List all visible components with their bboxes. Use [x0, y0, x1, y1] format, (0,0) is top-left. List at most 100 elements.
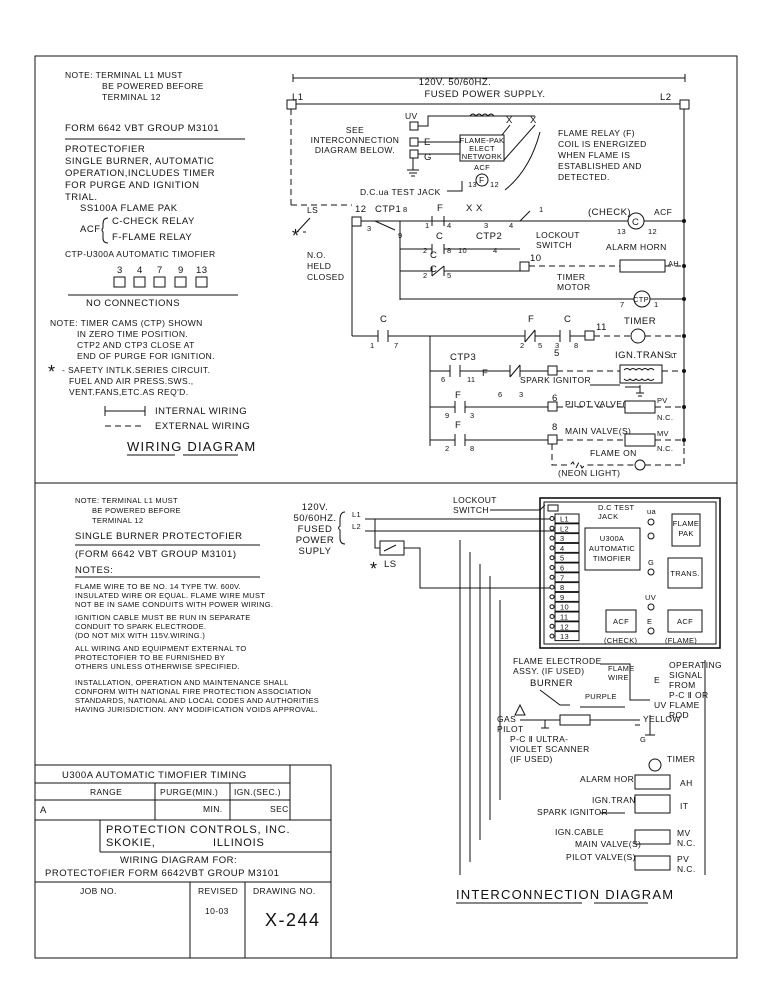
x-label-2: X: [530, 115, 537, 126]
svg-text:F: F: [455, 420, 461, 431]
svg-text:JACK: JACK: [598, 512, 618, 521]
svg-text:FUSED: FUSED: [298, 524, 333, 535]
acf-brace: [101, 217, 109, 244]
spark-ignitor-label-bottom: SPARK IGNITOR: [537, 807, 608, 817]
svg-text:C: C: [430, 250, 437, 261]
asterisk-mark: *: [48, 362, 57, 382]
svg-text:2: 2: [423, 246, 427, 255]
svg-text:D.C TEST: D.C TEST: [598, 503, 635, 512]
svg-text:CLOSED: CLOSED: [307, 272, 344, 282]
svg-text:ACF: ACF: [654, 207, 672, 217]
svg-text:SEC.: SEC.: [270, 804, 291, 814]
protectofier-desc: PROTECTOFIER SINGLE BURNER, AUTOMATIC OP…: [65, 144, 215, 203]
neon-light-label: (NEON LIGHT): [558, 468, 620, 478]
svg-text:INSTALLATION, OPERATION AND MA: INSTALLATION, OPERATION AND MAINTENANCE …: [75, 678, 289, 687]
terminal-label: 3: [560, 534, 564, 543]
flame-relay-note: FLAME RELAY (F) COIL IS ENERGIZED WHEN F…: [558, 128, 646, 182]
svg-text:TERMINAL 12: TERMINAL 12: [102, 92, 161, 102]
svg-text:8: 8: [470, 444, 474, 453]
terminal-label: L2: [560, 524, 569, 533]
svg-text:IN ZERO TIME POSITION.: IN ZERO TIME POSITION.: [77, 329, 188, 339]
company-name: PROTECTION CONTROLS, INC.: [106, 824, 290, 836]
svg-text:- SAFETY INTLK.SERIES CIRCUIT.: - SAFETY INTLK.SERIES CIRCUIT.: [62, 365, 210, 375]
svg-text:TERMINAL 12: TERMINAL 12: [92, 516, 143, 525]
power-supply-header: 120V. 50/60HZ. FUSED POWER SUPPLY.: [292, 74, 686, 100]
svg-text:NETWORK: NETWORK: [462, 152, 502, 161]
svg-text:4: 4: [493, 246, 497, 255]
svg-text:PV: PV: [677, 854, 689, 864]
interconnection-title: INTERCONNECTION DIAGRAM: [456, 887, 674, 902]
flame-relay-label: F-FLAME RELAY: [112, 232, 192, 243]
terminal-cell: [554, 552, 580, 563]
svg-text:PAK: PAK: [678, 529, 693, 538]
svg-text:HELD: HELD: [307, 261, 331, 271]
svg-text:DETECTED.: DETECTED.: [558, 172, 610, 182]
svg-text:ASSY. (IF USED): ASSY. (IF USED): [513, 666, 585, 676]
acf-label: ACF: [80, 224, 101, 235]
svg-text:PROTECTOFIER TO BE FURNISHED B: PROTECTOFIER TO BE FURNISHED BY: [75, 653, 225, 662]
svg-text:(DO NOT MIX WITH 115V.WIRING.): (DO NOT MIX WITH 115V.WIRING.): [75, 631, 205, 640]
terminal-5: [547, 365, 558, 376]
terminal-screw: [549, 633, 555, 639]
bottom-lockout-label: LOCKOUT SWITCH: [453, 495, 497, 515]
flame-pak-box: [671, 513, 701, 547]
svg-text:FLAME ELECTRODE: FLAME ELECTRODE: [513, 656, 602, 666]
terminal-screw: [549, 614, 555, 619]
svg-text:DIAGRAM BELOW.: DIAGRAM BELOW.: [315, 145, 395, 155]
svg-text:P-C Ⅱ OR: P-C Ⅱ OR: [669, 690, 709, 700]
terminal-label: 5: [560, 554, 564, 563]
svg-text:N.C.: N.C.: [677, 864, 696, 874]
g-label: G: [424, 152, 432, 163]
check-relay-label: C-CHECK RELAY: [112, 216, 195, 227]
terminal-screw: [549, 565, 555, 570]
svg-text:U300A: U300A: [600, 534, 624, 543]
ls-label: LS: [307, 205, 318, 215]
terminal-10: [519, 261, 530, 272]
svg-text:120V. 50/60HZ.: 120V. 50/60HZ.: [419, 77, 492, 88]
svg-text:SIGNAL: SIGNAL: [669, 670, 703, 680]
svg-text:120V.: 120V.: [302, 502, 328, 513]
scanner-label: P-C Ⅱ ULTRA- VIOLET SCANNER (IF USED): [510, 734, 590, 764]
svg-text:LOCKOUT: LOCKOUT: [453, 495, 497, 505]
ls-switch: [296, 217, 311, 233]
svg-text:OTHERS UNLESS OTHERWISE SPECIF: OTHERS UNLESS OTHERWISE SPECIFIED.: [75, 662, 240, 671]
svg-text:LOCKOUT: LOCKOUT: [536, 230, 580, 240]
company-state: ILLINOIS: [213, 837, 265, 849]
yellow-wire-label: YELLOW: [643, 714, 681, 724]
uv-label: UV: [405, 111, 418, 121]
svg-text:IT: IT: [670, 351, 677, 360]
terminal-cell: [554, 523, 580, 534]
svg-text:OPERATION,INCLUDES TIMER: OPERATION,INCLUDES TIMER: [65, 168, 215, 179]
svg-text:9: 9: [178, 265, 184, 276]
no-held-closed-label: N.O. HELD CLOSED: [307, 250, 344, 282]
svg-text:N.O.: N.O.: [307, 250, 326, 260]
svg-text:N.C.: N.C.: [677, 838, 696, 848]
uv-scanner-icon: [559, 714, 591, 726]
drawing-no-value: X-244: [265, 910, 321, 930]
svg-text:1: 1: [539, 205, 543, 214]
terminal-label: 7: [560, 573, 564, 582]
external-wiring-label: EXTERNAL WIRING: [155, 421, 250, 432]
svg-text:F: F: [455, 390, 461, 401]
terminal-label: 6: [560, 564, 564, 573]
svg-text:NOT BE IN SAME CONDUITS WITH P: NOT BE IN SAME CONDUITS WITH POWER WIRIN…: [75, 600, 273, 609]
svg-text:1: 1: [370, 341, 374, 350]
l1-label: L1: [292, 92, 304, 103]
svg-text:SINGLE BURNER, AUTOMATIC: SINGLE BURNER, AUTOMATIC: [65, 156, 214, 167]
terminal-label: 9: [560, 593, 564, 602]
single-burner-label: SINGLE BURNER PROTECTOFIER: [75, 531, 243, 542]
timer-label: TIMER: [624, 316, 656, 327]
svg-text:SEE: SEE: [346, 125, 364, 135]
svg-text:N.C.: N.C.: [657, 444, 673, 453]
svg-text:2: 2: [445, 444, 449, 453]
svg-text:VIOLET SCANNER: VIOLET SCANNER: [510, 744, 590, 754]
terminal-screw: [549, 594, 555, 600]
svg-text:FLAME: FLAME: [673, 519, 700, 528]
svg-text:END OF PURGE FOR IGNITION.: END OF PURGE FOR IGNITION.: [77, 351, 215, 361]
bottom-supply-label: 120V. 50/60HZ. FUSED POWER SUPLY: [293, 502, 336, 557]
svg-text:STANDARDS, NATIONAL AND LOCAL: STANDARDS, NATIONAL AND LOCAL CODES AND …: [75, 696, 319, 705]
terminal-cell: [554, 572, 580, 583]
svg-text:SWITCH: SWITCH: [453, 505, 489, 515]
